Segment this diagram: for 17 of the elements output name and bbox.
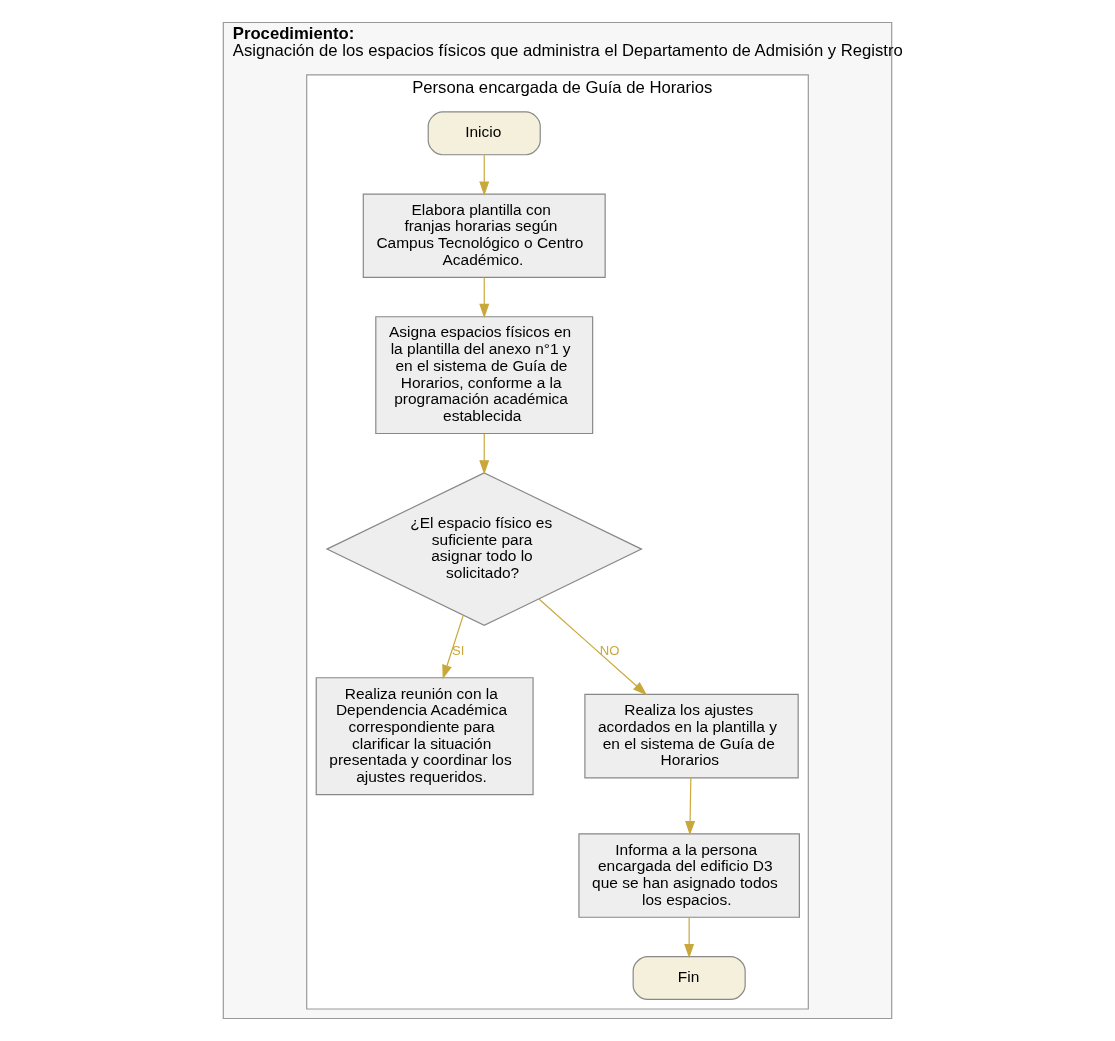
node-box: Inicio — [427, 111, 541, 156]
node-box: Elabora plantilla con franjas horarias según Campus Tecnológico o Centro Académico. — [362, 193, 606, 279]
arrow — [685, 777, 696, 836]
arrow — [479, 277, 490, 319]
node-box: Fin — [632, 955, 746, 1001]
node-box: Informa a la persona encargada del edificio D3 que se han asignado todos los espacios. — [578, 833, 800, 918]
arrow — [538, 598, 648, 696]
edge-label: SI — [452, 642, 465, 658]
arrow — [479, 154, 490, 196]
node-box: Asigna espacios físicos en la plantilla del anexo n°1 y en el sistema de Guía de Horarios, conforme a la programación académica establecida — [375, 316, 594, 435]
edge-label: NO — [599, 642, 620, 658]
node-box: Realiza reunión con la Dependencia Académica correspondiente para clarificar la situación presentada y coordinar los ajustes requeridos. — [315, 677, 534, 796]
arrow — [684, 916, 695, 959]
node-diamond: ¿El espacio físico es suficiente para asignar todo lo solicitado? — [325, 472, 643, 626]
arrow — [479, 433, 490, 475]
node-box: Realiza los ajustes acordados en la plantilla y en el sistema de Guía de Horarios — [584, 693, 799, 779]
arrow — [442, 614, 464, 680]
